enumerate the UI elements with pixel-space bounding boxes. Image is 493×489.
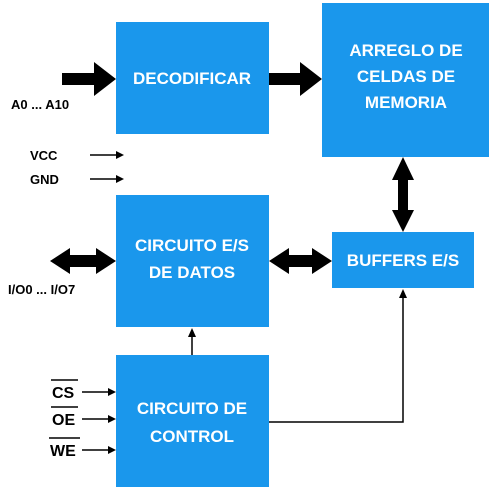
- control-to-buffers-line: [269, 297, 404, 423]
- gnd-arrowhead-icon: [116, 175, 124, 183]
- oe-arrowhead-icon: [108, 415, 116, 423]
- io-pins-arrow: [50, 248, 116, 274]
- decoder-label: DECODIFICAR: [133, 69, 251, 88]
- address-label: A0 ... A10: [11, 97, 69, 112]
- control-to-buffers-arrowhead-icon: [399, 289, 407, 298]
- io-buffers-arrow: [269, 248, 332, 274]
- we-arrowhead-icon: [108, 446, 116, 454]
- vcc-label: VCC: [30, 148, 58, 163]
- io-circuit-label-line2: DE DATOS: [149, 263, 235, 282]
- cs-arrowhead-icon: [108, 388, 116, 396]
- decoder-to-memory-arrow: [269, 62, 322, 96]
- buffers-label: BUFFERS E/S: [347, 251, 459, 270]
- memory-array-block: [322, 3, 489, 157]
- oe-label: OE: [52, 412, 75, 429]
- control-label-line2: CONTROL: [150, 427, 234, 446]
- memory-buffers-arrow: [392, 157, 414, 232]
- control-to-io-arrowhead-icon: [188, 328, 196, 337]
- io-circuit-label-line1: CIRCUITO E/S: [135, 236, 249, 255]
- control-block: [116, 355, 269, 487]
- control-label-line1: CIRCUITO DE: [137, 399, 247, 418]
- we-label: WE: [50, 443, 76, 460]
- io-circuit-block: [116, 195, 269, 327]
- vcc-arrowhead-icon: [116, 151, 124, 159]
- memory-array-label-line3: MEMORIA: [365, 93, 447, 112]
- buffers-block: [332, 232, 474, 288]
- memory-array-label-line2: CELDAS DE: [357, 67, 455, 86]
- memory-array-label-line1: ARREGLO DE: [349, 41, 462, 60]
- gnd-label: GND: [30, 172, 59, 187]
- cs-label: CS: [52, 385, 75, 402]
- address-arrow: [62, 62, 116, 96]
- decoder-block: [116, 22, 269, 134]
- io-pins-label: I/O0 ... I/O7: [8, 282, 75, 297]
